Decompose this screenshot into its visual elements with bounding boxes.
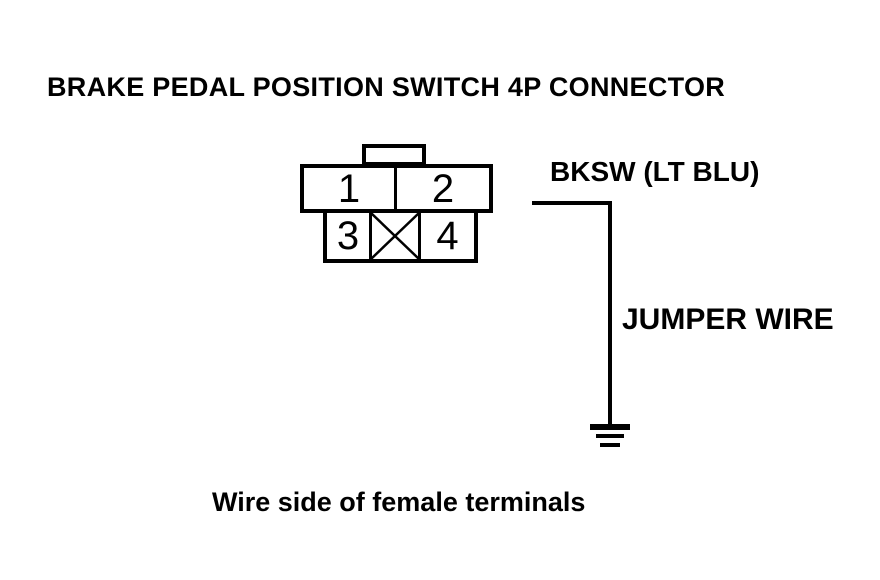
connector-lock-tab [362,144,426,166]
wire-vertical-segment [608,201,612,425]
ground-bar-middle [596,434,624,438]
terminal-4: 4 [436,214,459,258]
terminal-3: 3 [336,214,360,258]
cavity-divider [394,167,397,210]
page-title: BRAKE PEDAL POSITION SWITCH 4P CONNECTOR [47,72,726,102]
ground-bar-bottom [600,443,620,447]
jumper-wire-label: JUMPER WIRE [622,303,834,336]
terminal-2: 2 [431,166,455,211]
wire-signal-label: BKSW (LT BLU) [550,156,760,187]
ground-bar-top [590,424,630,430]
terminal-1: 1 [337,166,361,211]
connector-lower-body [323,209,478,263]
diagram-caption: Wire side of female terminals [212,487,586,517]
wire-horizontal-segment [532,201,612,205]
x-cross-icon [369,213,421,259]
